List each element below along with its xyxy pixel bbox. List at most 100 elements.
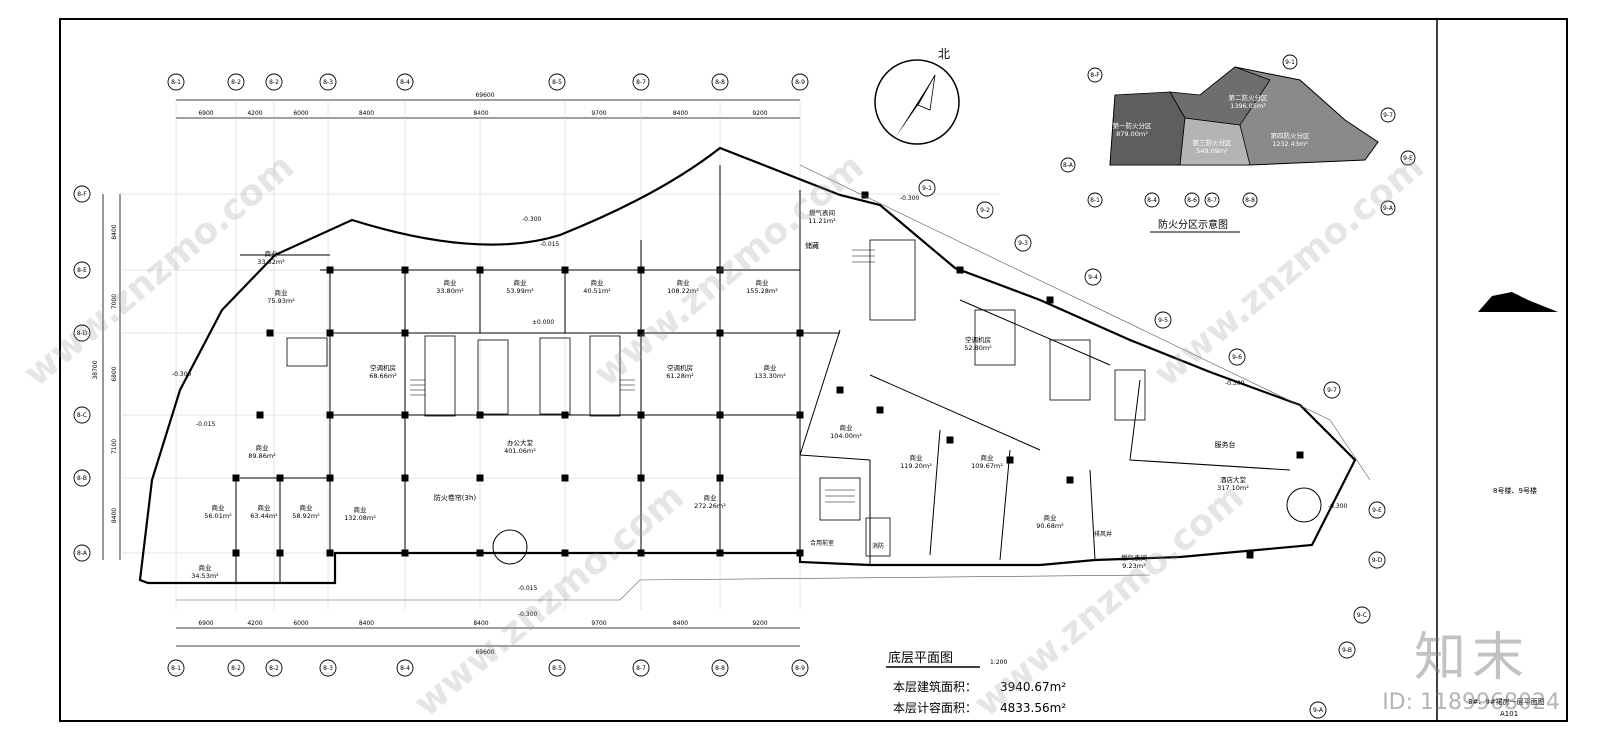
room-name-9: 商业 bbox=[764, 363, 778, 372]
level-mark-1: -0.300 bbox=[522, 216, 542, 223]
axis-bubble-top-5: 8-5 bbox=[548, 73, 566, 91]
room-name-25: 燃气表间 bbox=[1121, 553, 1147, 562]
axis-bubble-left-2: 8-D bbox=[73, 324, 91, 342]
axis-bubble-bottom-6: 8-7 bbox=[632, 659, 650, 677]
room-name-23: 酒店大堂 bbox=[1220, 475, 1247, 484]
room-area-22: 52.80m² bbox=[964, 344, 992, 352]
level-mark-7: -0.300 bbox=[900, 195, 920, 202]
level-mark-6: -0.300 bbox=[518, 611, 538, 618]
axis-bubble-east-5-label: 9-6 bbox=[1232, 354, 1242, 361]
fire-zone-axis-0: 8-1 bbox=[1087, 192, 1103, 208]
axis-bubble-bottom-7: 8-8 bbox=[711, 659, 729, 677]
axis-bubble-top-3: 8-3 bbox=[319, 73, 337, 91]
column-6 bbox=[326, 329, 334, 337]
column-12 bbox=[401, 411, 409, 419]
left-dim-0: 8400 bbox=[111, 224, 118, 239]
room-area-9: 133.30m² bbox=[754, 372, 786, 380]
room-area-4: 40.51m² bbox=[583, 287, 611, 295]
fire-zone-axis-2: 8-6 bbox=[1184, 192, 1200, 208]
room-area-20: 109.67m² bbox=[971, 462, 1003, 470]
axis-bubble-top-2: 8-2 bbox=[265, 73, 283, 91]
service-desk-label: 服务台 bbox=[1215, 440, 1236, 449]
axis-bubble-left-4-label: 8-B bbox=[77, 475, 87, 482]
column-29 bbox=[716, 549, 724, 557]
fire-zone-name-1: 第二防火分区 bbox=[1229, 93, 1269, 102]
column-3 bbox=[561, 266, 569, 274]
room-area-5: 108.22m² bbox=[667, 287, 699, 295]
room-area-12: 132.08m² bbox=[344, 514, 376, 522]
column-16 bbox=[716, 411, 724, 419]
storage-label: 储藏 bbox=[805, 241, 819, 250]
key-plan-silhouette bbox=[1478, 292, 1558, 312]
room-name-19: 商业 bbox=[910, 453, 924, 462]
column-40 bbox=[1006, 456, 1014, 464]
axis-bubble-east-2: 9-3 bbox=[1014, 234, 1032, 252]
fire-zone-area-3: 1232.43m² bbox=[1272, 140, 1308, 148]
axis-bubble-east-10-label: 9-B bbox=[1342, 647, 1352, 654]
axis-bubble-east-6: 9-7 bbox=[1323, 381, 1341, 399]
axis-bubble-bottom-1: 8-2 bbox=[227, 659, 245, 677]
fire-zone-axis-5: 9-1 bbox=[1282, 54, 1298, 70]
fire-zone-name-2: 第三防火分区 bbox=[1193, 138, 1233, 147]
room-area-7: 68.66m² bbox=[369, 372, 397, 380]
fire-zone-axis-5-label: 9-1 bbox=[1285, 59, 1295, 66]
room-area-0: 33.62m² bbox=[257, 258, 285, 266]
fire-zone-axis-10: 8-A bbox=[1060, 157, 1076, 173]
column-21 bbox=[561, 474, 569, 482]
axis-bubble-left-5-label: 8-A bbox=[77, 550, 88, 557]
fire-zone-area-0: 879.00m² bbox=[1116, 130, 1148, 138]
room-name-7: 空调机房 bbox=[370, 363, 396, 372]
office-lobby-feature bbox=[492, 529, 528, 565]
fire-zone-axis-8: 9-A bbox=[1380, 200, 1396, 216]
room-area-3: 53.99m² bbox=[506, 287, 534, 295]
top-dim-7: 9200 bbox=[752, 110, 767, 117]
fire-zone-axis-7-label: 9-E bbox=[1403, 155, 1413, 162]
axis-bubble-left-2-label: 8-D bbox=[77, 330, 88, 337]
room-area-15: 63.44m² bbox=[250, 512, 278, 520]
axis-bubble-east-9: 9-C bbox=[1353, 606, 1371, 624]
watermark-id: ID: 1189968024 bbox=[1382, 690, 1560, 715]
column-19 bbox=[401, 474, 409, 482]
level-mark-9: -0.300 bbox=[1328, 503, 1348, 510]
bottom-dim-6: 8400 bbox=[673, 620, 688, 627]
axis-bubble-left-0: 8-F bbox=[73, 185, 91, 203]
column-36 bbox=[266, 329, 274, 337]
room-name-10: 商业 bbox=[256, 443, 270, 452]
column-13 bbox=[476, 411, 484, 419]
column-37 bbox=[836, 386, 844, 394]
hotel-lobby-feature bbox=[1286, 487, 1322, 523]
axis-bubble-bottom-3-label: 8-3 bbox=[323, 665, 333, 672]
room-area-25: 9.23m² bbox=[1122, 562, 1146, 570]
fire-zone-diagram bbox=[1109, 66, 1379, 166]
room-labels: 商业33.62m²商业75.93m²商业33.80m²商业53.99m²商业40… bbox=[191, 208, 1249, 580]
room-name-0: 商业 bbox=[265, 249, 279, 258]
axis-bubble-east-2-label: 9-3 bbox=[1018, 240, 1028, 247]
fire-zone-axis-9-label: 8-F bbox=[1090, 72, 1100, 79]
level-mark-5: -0.015 bbox=[518, 585, 538, 592]
axis-bubble-top-0-label: 8-1 bbox=[171, 79, 181, 86]
axis-bubble-east-8: 9-D bbox=[1368, 551, 1386, 569]
room-name-24: 燃气表间 bbox=[809, 208, 835, 217]
axis-bubble-bottom-0: 8-1 bbox=[167, 659, 185, 677]
axis-bubble-east-11: 9-A bbox=[1309, 701, 1327, 719]
axis-bubble-east-10: 9-B bbox=[1338, 641, 1356, 659]
axis-bubble-top-7-label: 8-8 bbox=[715, 79, 725, 86]
column-1 bbox=[401, 266, 409, 274]
room-name-22: 空调机房 bbox=[965, 335, 991, 344]
fire-zone-axis-4: 8-8 bbox=[1242, 192, 1258, 208]
fire-zone-axis-6-label: 9-7 bbox=[1383, 112, 1393, 119]
top-dim-5: 9700 bbox=[591, 110, 606, 117]
fire-zone-axis-6: 9-7 bbox=[1380, 107, 1396, 123]
room-area-23: 317.10m² bbox=[1217, 484, 1249, 492]
axis-bubble-top-1: 8-2 bbox=[227, 73, 245, 91]
axis-bubble-bottom-0-label: 8-1 bbox=[171, 665, 181, 672]
top-dim-4: 8400 bbox=[473, 110, 488, 117]
area-plot-value: 4833.56m² bbox=[1000, 701, 1066, 715]
column-35 bbox=[256, 411, 264, 419]
axis-bubble-bottom-8: 8-9 bbox=[791, 659, 809, 677]
bottom-dim-1: 4200 bbox=[247, 620, 262, 627]
room-area-14: 56.01m² bbox=[204, 512, 232, 520]
